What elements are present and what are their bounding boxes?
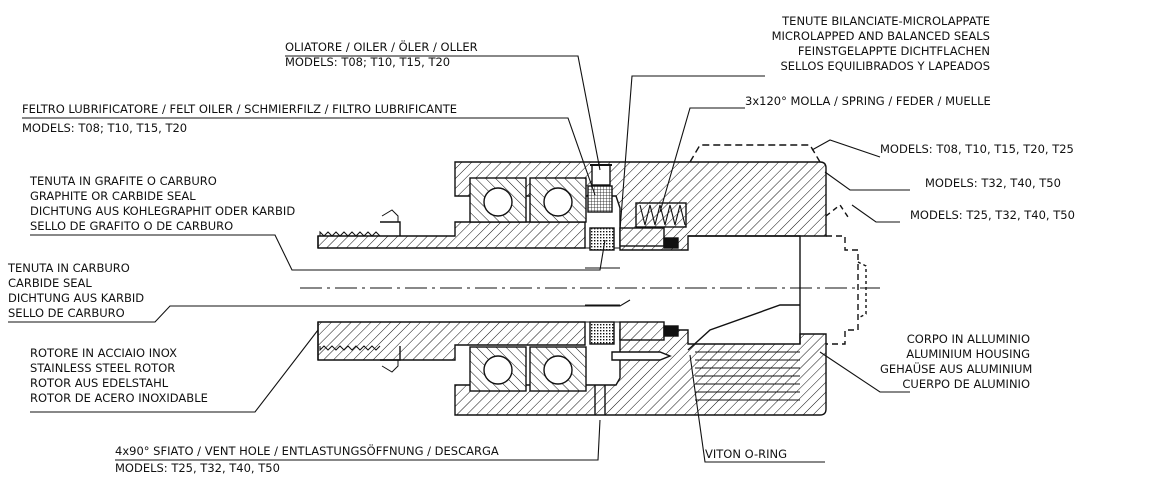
- oiler-cap: [591, 164, 611, 186]
- leader-oring: [689, 354, 825, 463]
- housing-line-3: GEHAÜSE AUS ALUMINIUM: [880, 362, 1033, 376]
- leader-graphite: [30, 234, 606, 271]
- leader-models-a: [811, 139, 881, 158]
- rotor-upper: [317, 221, 586, 249]
- graphite-seal-line-2: GRAPHITE OR CARBIDE SEAL: [30, 189, 196, 203]
- graphite-seal-line-4: SELLO DE GRAFITO O DE CARBURO: [30, 219, 234, 233]
- leader-models-c: [851, 204, 900, 223]
- graphite-seal-label: TENUTA IN GRAFITE O CARBURO GRAPHITE OR …: [30, 174, 295, 234]
- carbide-seal-line-3: DICHTUNG AUS KARBID: [8, 291, 145, 305]
- models-c-label: MODELS: T25, T32, T40, T50: [910, 208, 1075, 222]
- leader-models-b: [824, 171, 910, 191]
- leader-rotor: [30, 329, 319, 413]
- spring: [639, 204, 686, 226]
- graphite-seal-lower: [589, 321, 615, 345]
- felt-oiler-label: FELTRO LUBRIFICATORE / FELT OILER / SCHM…: [22, 102, 457, 136]
- oiler-title: OLIATORE / OILER / ÖLER / OLLER: [285, 40, 478, 54]
- oiler-label: OLIATORE / OILER / ÖLER / OLLER MODELS: …: [285, 40, 478, 70]
- carbide-seal-line-2: CARBIDE SEAL: [8, 276, 92, 290]
- carbide-seal-line-4: SELLO DE CARBURO: [8, 306, 125, 320]
- felt-oiler-title: FELTRO LUBRIFICATORE / FELT OILER / SCHM…: [22, 102, 458, 116]
- graphite-seal: [589, 227, 615, 251]
- leader-spring: [659, 107, 745, 213]
- leader-balanced-seals: [619, 75, 765, 231]
- carbide-seal: [619, 227, 665, 247]
- balanced-seals-label: TENUTE BILANCIATE-MICROLAPPATE MICROLAPP…: [740, 14, 990, 74]
- carbide-seal-line-1: TENUTA IN CARBURO: [8, 261, 130, 275]
- rotor-line-3: ROTOR AUS EDELSTAHL: [30, 376, 169, 390]
- housing-line-1: CORPO IN ALLUMINIO: [906, 332, 1030, 346]
- outlet-internal-thread: [687, 304, 800, 351]
- felt-oiler: [587, 185, 613, 213]
- oiler-models: MODELS: T08; T10, T15, T20: [285, 55, 451, 69]
- models-a-label: MODELS: T08, T10, T15, T20, T25: [880, 142, 1074, 156]
- vent-hole-title: 4x90° SFIATO / VENT HOLE / ENTLASTUNGSÖF…: [115, 444, 499, 458]
- leader-carbide: [8, 299, 631, 323]
- leader-felt: [22, 117, 596, 196]
- leader-oiler: [285, 55, 601, 171]
- graphite-seal-line-3: DICHTUNG AUS KOHLEGRAPHIT ODER KARBID: [30, 204, 296, 218]
- rotor-line-4: ROTOR DE ACERO INOXIDABLE: [30, 391, 208, 405]
- vent-hole: [594, 385, 606, 415]
- carbide-seal-label: TENUTA IN CARBURO CARBIDE SEAL DICHTUNG …: [8, 261, 144, 321]
- felt-oiler-models: MODELS: T08; T10, T15, T20: [22, 121, 188, 135]
- o-ring-upper: [663, 237, 679, 249]
- leader-housing: [819, 351, 910, 393]
- vent-hole-models: MODELS: T25, T32, T40, T50: [115, 461, 280, 475]
- balanced-seals-line-2: MICROLAPPED AND BALANCED SEALS: [771, 29, 990, 43]
- models-b-label: MODELS: T32, T40, T50: [925, 176, 1061, 190]
- housing-label: CORPO IN ALLUMINIO ALUMINIUM HOUSING GEH…: [880, 332, 1033, 392]
- rotor-line-1: ROTORE IN ACCIAIO INOX: [30, 346, 177, 360]
- o-ring-lower: [663, 325, 679, 337]
- rotor-label: ROTORE IN ACCIAIO INOX STAINLESS STEEL R…: [30, 346, 208, 406]
- balanced-seals-line-3: FEINSTGELAPPTE DICHTFLACHEN: [797, 44, 990, 58]
- graphite-seal-line-1: TENUTA IN GRAFITE O CARBURO: [30, 174, 217, 188]
- housing-line-2: ALUMINIUM HOUSING: [906, 347, 1030, 361]
- vent-hole-label: 4x90° SFIATO / VENT HOLE / ENTLASTUNGSÖF…: [115, 444, 499, 476]
- viton-o-ring-label: VITON O-RING: [705, 447, 788, 461]
- balanced-seals-line-1: TENUTE BILANCIATE-MICROLAPPATE: [782, 14, 990, 28]
- rotor-line-2: STAINLESS STEEL ROTOR: [30, 361, 176, 375]
- balanced-seals-line-4: SELLOS EQUILIBRADOS Y LAPEADOS: [780, 59, 990, 73]
- carbide-seal-lower: [619, 321, 665, 341]
- spring-label: 3x120° MOLLA / SPRING / FEDER / MUELLE: [745, 94, 991, 108]
- housing-line-4: CUERPO DE ALUMINIO: [902, 377, 1030, 391]
- leader-vent: [115, 419, 601, 461]
